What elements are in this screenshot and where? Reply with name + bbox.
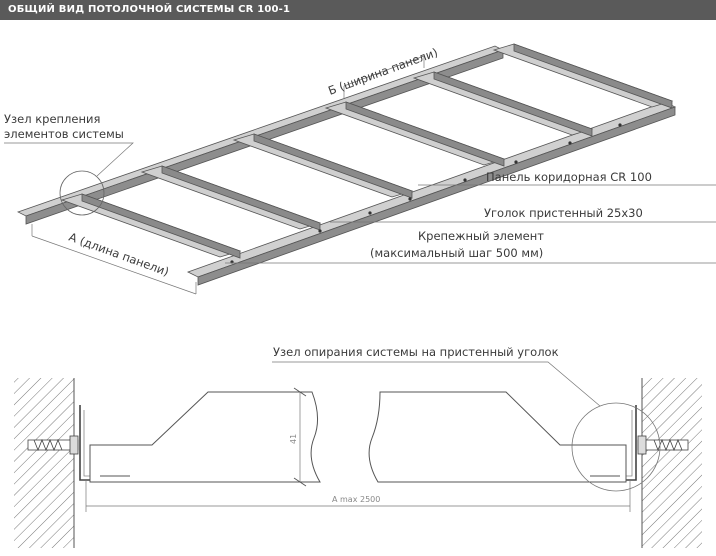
panel-3 <box>232 133 414 199</box>
node-label-line2: элементов системы <box>4 127 124 141</box>
header-title: ОБЩИЙ ВИД ПОТОЛОЧНОЙ СИСТЕМЫ CR 100-1 <box>0 0 716 20</box>
fastener-label-line1: Крепежный элемент <box>418 229 544 243</box>
panel-length-label: А (длина панели) <box>67 230 171 279</box>
dim-length-label: A max 2500 <box>332 495 380 504</box>
cross-panels <box>60 43 674 259</box>
left-wall <box>14 378 74 548</box>
left-anchor <box>27 435 79 455</box>
support-node-label: Узел опирания системы на пристенный угол… <box>273 345 559 359</box>
panel-profile-left <box>89 391 321 483</box>
fastener-label-line2: (максимальный шаг 500 мм) <box>370 246 543 260</box>
wall-angle-label: Уголок пристенный 25x30 <box>484 206 643 220</box>
right-wall <box>642 378 702 548</box>
panel-profile-right <box>368 391 627 483</box>
node-highlight-circle <box>59 170 105 216</box>
panel-2 <box>140 165 322 231</box>
panel-6 <box>492 43 674 109</box>
support-node-circle <box>571 402 661 492</box>
section-view <box>14 361 702 548</box>
corridor-panel-label: Панель коридорная CR 100 <box>486 170 652 184</box>
panel-1 <box>60 193 242 259</box>
right-anchor <box>637 435 689 455</box>
node-label-line1: Узел крепления <box>4 112 100 126</box>
top-leaders <box>4 55 716 295</box>
fastener-dots <box>230 123 622 264</box>
dim-height-label: 41 <box>289 434 298 444</box>
panel-4 <box>324 101 506 167</box>
panel-5 <box>412 71 594 137</box>
isometric-frame <box>16 43 677 286</box>
